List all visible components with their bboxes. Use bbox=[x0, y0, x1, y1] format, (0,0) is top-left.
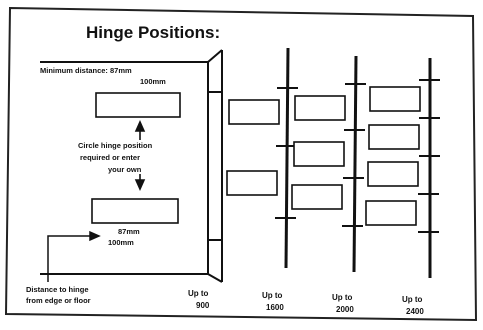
lower-hinge-entry-box[interactable] bbox=[91, 198, 179, 224]
door-bottom-bevel bbox=[207, 273, 223, 283]
sheet-border bbox=[4, 6, 478, 322]
col1600-hinge-box-2[interactable] bbox=[293, 141, 345, 167]
door-top-bevel bbox=[207, 49, 223, 63]
page-title: Hinge Positions: bbox=[86, 23, 220, 42]
hinge-column-2000 bbox=[342, 55, 366, 273]
size-label-2000-line2: 2000 bbox=[336, 305, 354, 314]
col1600-hinge-box-1[interactable] bbox=[294, 95, 346, 121]
size-label-1600-line1: Up to bbox=[262, 291, 283, 300]
col2400-hinge-box-1[interactable] bbox=[369, 86, 421, 112]
col900-hinge-box-1[interactable] bbox=[228, 99, 280, 125]
size-label-900-line2: 900 bbox=[196, 301, 210, 310]
size-label-2000-line1: Up to bbox=[332, 293, 353, 302]
circle-instruction-line3: your own bbox=[108, 165, 142, 174]
size-labels: Up to 900 Up to 1600 Up to 2000 Up to 24… bbox=[188, 289, 424, 316]
edge-pointer-arrow bbox=[47, 230, 101, 282]
upper-hinge-entry-box[interactable] bbox=[95, 92, 181, 118]
col1600-rail bbox=[284, 47, 290, 269]
hinge-column-900 bbox=[226, 99, 280, 196]
min-distance-value: 100mm bbox=[140, 77, 166, 86]
col2400-hinge-box-4[interactable] bbox=[365, 200, 417, 226]
min-distance-label: Minimum distance: 87mm bbox=[40, 66, 132, 75]
door-diagram bbox=[40, 49, 223, 283]
circle-instruction-bg bbox=[76, 140, 206, 174]
hinge-column-2400 bbox=[365, 58, 440, 278]
bottom-distance-value: 100mm bbox=[108, 238, 134, 247]
col2000-rail bbox=[352, 55, 358, 273]
size-label-1600-line2: 1600 bbox=[266, 303, 284, 312]
col1600-hinge-box-3[interactable] bbox=[291, 184, 343, 210]
col2400-hinge-box-2[interactable] bbox=[368, 124, 420, 150]
circle-instruction-line1: Circle hinge position bbox=[78, 141, 153, 150]
edge-note-line2: from edge or floor bbox=[26, 296, 91, 305]
size-label-2400-line2: 2400 bbox=[406, 307, 424, 316]
size-label-900-line1: Up to bbox=[188, 289, 209, 298]
edge-note-line1: Distance to hinge bbox=[26, 285, 89, 294]
circle-instruction-line2: required or enter bbox=[80, 153, 140, 162]
col900-hinge-box-2[interactable] bbox=[226, 170, 278, 196]
size-label-2400-line1: Up to bbox=[402, 295, 423, 304]
hinge-column-1600 bbox=[275, 47, 346, 269]
bottom-distance-label: 87mm bbox=[118, 227, 140, 236]
col2400-hinge-box-3[interactable] bbox=[367, 161, 419, 187]
